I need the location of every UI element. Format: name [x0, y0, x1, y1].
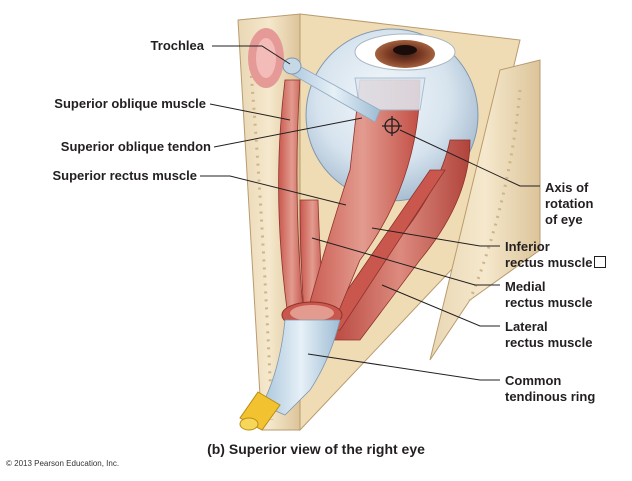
leader-trochlea — [212, 45, 291, 65]
label-lateral-line2: rectus muscle — [505, 335, 593, 350]
label-common-tendinous-ring: Common tendinous ring — [505, 373, 595, 405]
label-axis-of-rotation: Axis of rotation of eye — [545, 180, 593, 228]
common-tendinous-ring — [261, 319, 341, 416]
label-medial-rectus: Medial rectus muscle — [505, 279, 592, 311]
label-axis-line3: of eye — [545, 212, 583, 227]
leader-superior-oblique-tendon — [213, 117, 363, 148]
leader-lines — [200, 45, 540, 381]
axis-of-rotation-marker — [382, 116, 402, 136]
copyright-notice: © 2013 Pearson Education, Inc. — [6, 459, 120, 468]
label-lateral-rectus: Lateral rectus muscle — [505, 319, 592, 351]
leader-lateral — [381, 284, 500, 327]
leader-superior-rectus — [200, 175, 347, 206]
label-lateral-line1: Lateral — [505, 319, 548, 334]
label-superior-rectus-muscle: Superior rectus muscle — [52, 168, 198, 183]
superior-rectus-muscle — [304, 79, 421, 321]
optic-nerve — [239, 391, 281, 431]
leader-ring — [307, 353, 500, 381]
leader-medial — [311, 237, 500, 286]
label-ring-line2: tendinous ring — [505, 389, 596, 404]
label-inferior-line1: Inferior — [505, 239, 550, 254]
inferior-rectus-muscle — [319, 169, 446, 331]
label-trochlea: Trochlea — [150, 38, 204, 53]
leader-superior-oblique-muscle — [209, 103, 291, 121]
label-medial-line1: Medial — [505, 279, 546, 294]
label-superior-oblique-tendon: Superior oblique tendon — [60, 139, 211, 154]
trochlea — [282, 57, 302, 75]
label-medial-line2: rectus muscle — [505, 295, 593, 310]
eyelid-tissue — [248, 28, 284, 88]
leader-inferior — [371, 227, 500, 247]
label-axis-line2: rotation — [545, 196, 594, 211]
label-superior-oblique-muscle: Superior oblique muscle — [54, 96, 206, 111]
figure-caption: (b) Superior view of the right eye — [207, 441, 425, 457]
label-inferior-line2: rectus muscle — [505, 255, 593, 270]
label-ring-line1: Common — [505, 373, 562, 388]
leader-axis — [399, 129, 540, 187]
label-axis-line1: Axis of — [545, 180, 589, 195]
label-inferior-rectus: Inferior rectus muscle — [505, 239, 607, 271]
checkbox-icon — [594, 256, 607, 268]
